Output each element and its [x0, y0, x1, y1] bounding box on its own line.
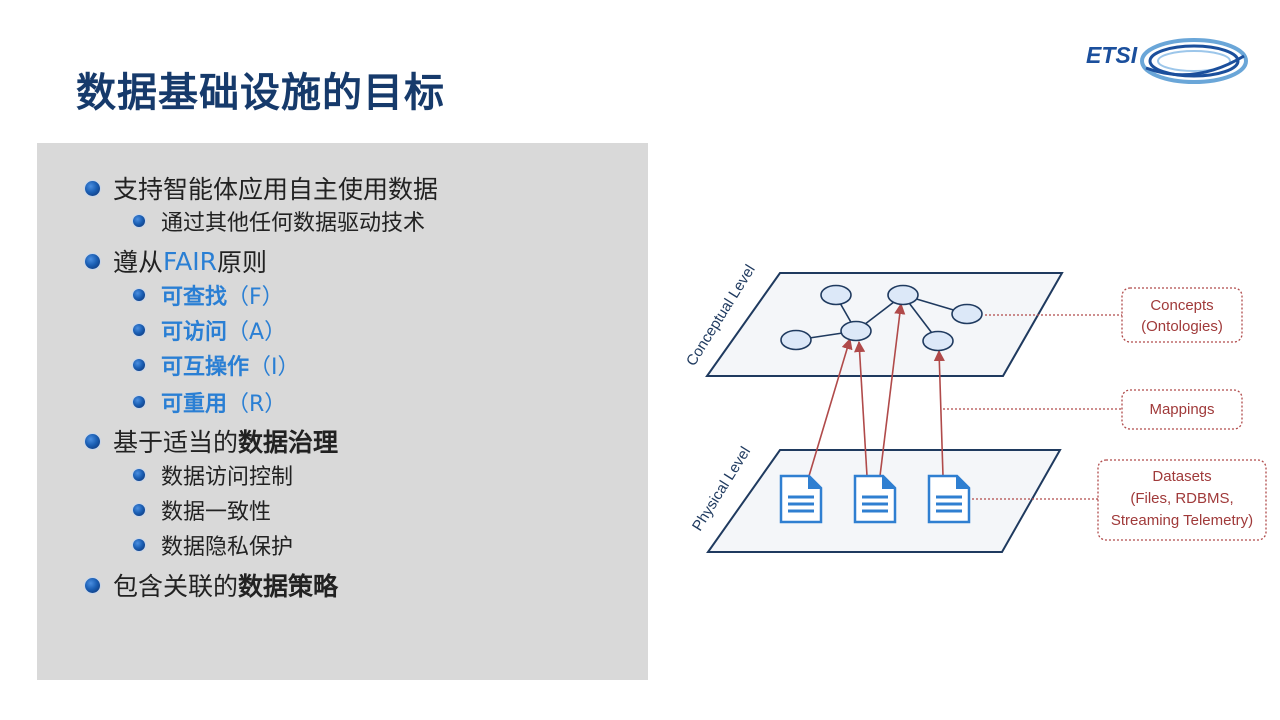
bullet-text: （R）: [227, 392, 287, 417]
bullet-item: 包含关联的数据策略: [85, 567, 338, 603]
bullet-dot-icon: [133, 469, 145, 481]
bullet-dot-icon: [133, 215, 145, 227]
bullet-text: 数据访问控制: [161, 465, 294, 490]
ontology-node: [887, 284, 919, 306]
bullet-dot-icon: [133, 504, 145, 516]
svg-text:(Files, RDBMS,: (Files, RDBMS,: [1130, 490, 1233, 507]
bullet-text: 原则: [216, 248, 267, 277]
bullet-dot-icon: [133, 396, 145, 408]
bullet-item: 基于适当的数据治理: [85, 423, 338, 459]
bullet-item: 可重用（R）: [133, 386, 286, 418]
bullet-item: 可访问（A）: [133, 314, 286, 346]
bullet-dot-icon: [85, 433, 100, 449]
bullet-text: 可互操作: [161, 355, 250, 380]
mappings-label-box: Mappings: [1121, 389, 1243, 430]
page-title: 数据基础设施的目标: [76, 70, 445, 116]
bullet-text: 数据策略: [238, 572, 339, 601]
svg-text:Concepts: Concepts: [1150, 297, 1213, 314]
bullet-text: （A）: [227, 320, 287, 345]
bullet-item: 支持智能体应用自主使用数据: [85, 170, 438, 206]
bullet-item: 可互操作（I）: [133, 349, 300, 381]
bullet-dot-icon: [133, 539, 145, 551]
svg-text:Datasets: Datasets: [1152, 468, 1211, 485]
bullet-text: 可查找: [161, 285, 228, 310]
datasets-label-box: Datasets (Files, RDBMS, Streaming Teleme…: [1097, 459, 1267, 541]
ontology-nodes: [780, 284, 983, 352]
ontology-node: [922, 330, 954, 352]
ontology-node: [780, 329, 812, 351]
dataset-file-icon: [779, 474, 823, 524]
concepts-label-box: Concepts (Ontologies): [1121, 287, 1243, 343]
bullet-text: 遵从: [113, 248, 164, 277]
conceptual-plane: [705, 272, 1064, 377]
bullet-dot-icon: [85, 180, 100, 196]
bullet-item: 数据访问控制: [133, 459, 293, 491]
mapping-arrows: [808, 302, 945, 477]
bullet-dot-icon: [85, 577, 100, 593]
bullet-text: 包含关联的: [113, 572, 239, 601]
bullet-text: 可重用: [161, 392, 228, 417]
data-infrastructure-diagram: Conceptual Level Physical Level: [683, 262, 1267, 553]
bullet-text: 支持智能体应用自主使用数据: [113, 175, 439, 204]
svg-text:ETSI: ETSI: [1086, 42, 1138, 68]
bullet-text: 数据隐私保护: [161, 535, 294, 560]
bullet-item: 通过其他任何数据驱动技术: [133, 205, 425, 237]
bullet-dot-icon: [133, 359, 145, 371]
bullet-item: 可查找（F）: [133, 279, 284, 311]
bullet-text: 数据治理: [238, 428, 339, 457]
ontology-node: [820, 284, 852, 306]
bullet-text: FAIR: [163, 246, 217, 276]
ontology-node: [840, 320, 872, 342]
svg-text:(Ontologies): (Ontologies): [1141, 318, 1223, 335]
bullet-text: 通过其他任何数据驱动技术: [161, 211, 426, 236]
bullet-text: 基于适当的: [113, 428, 239, 457]
bullet-item: 数据一致性: [133, 494, 271, 526]
bullet-dot-icon: [133, 289, 145, 301]
dataset-file-icon: [927, 474, 971, 524]
svg-text:Mappings: Mappings: [1149, 401, 1214, 418]
ontology-node: [951, 303, 983, 325]
bullet-text: （F）: [227, 285, 284, 310]
bullet-dot-icon: [133, 324, 145, 336]
bullet-dot-icon: [85, 253, 100, 269]
etsi-logo: ETSI: [1086, 38, 1248, 84]
bullet-text: （I）: [249, 355, 300, 380]
bullet-text: 数据一致性: [161, 500, 272, 525]
label-connectors: [943, 314, 1122, 500]
dataset-file-icon: [853, 474, 897, 524]
svg-text:Streaming Telemetry): Streaming Telemetry): [1111, 512, 1253, 529]
bullet-item: 数据隐私保护: [133, 529, 293, 561]
bullet-text: 可访问: [161, 320, 228, 345]
